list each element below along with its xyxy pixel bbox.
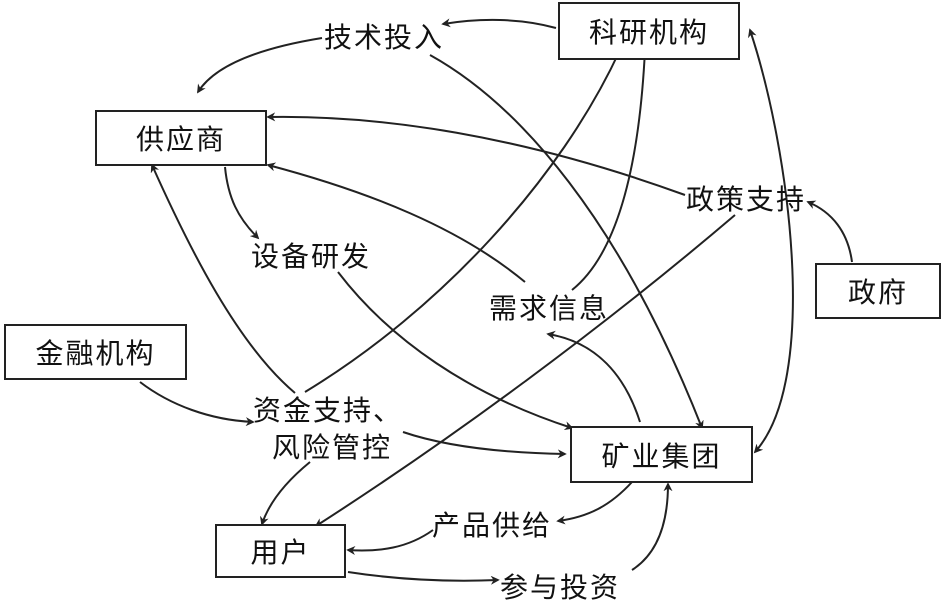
arrow-policy-to-supplier [266, 112, 686, 196]
label-demand-info: 需求信息 [489, 292, 610, 325]
arrow-user-to-investment [347, 571, 500, 585]
arrow-investment-to-mining [631, 482, 673, 571]
arrow-equipment-to-mining [337, 271, 574, 431]
arrow-research-to-tech-input [441, 18, 557, 29]
arrow-demand-to-research [571, 48, 650, 291]
arrow-fund-to-mining [402, 431, 567, 459]
arrow-fund-to-supplier [150, 163, 296, 394]
label-risk-control: 风险管控 [272, 431, 393, 464]
arrow-supplier-to-equipment [224, 166, 260, 240]
label-policy-support: 政策支持 [686, 183, 807, 216]
label-equipment-rd: 设备研发 [251, 240, 372, 273]
node-research-institute: 科研机构 [558, 2, 740, 60]
arrow-tech-input-to-supplier [197, 37, 323, 94]
node-mining-group: 矿业集团 [570, 426, 753, 483]
label-investment: 参与投资 [500, 571, 621, 604]
arrow-research-mining [748, 28, 794, 454]
arrow-mining-to-product [556, 481, 633, 525]
arrow-government-to-policy [806, 200, 853, 263]
node-financial-institution: 金融机构 [4, 324, 187, 380]
label-product-supply: 产品供给 [432, 509, 553, 542]
node-user: 用户 [215, 524, 346, 578]
node-supplier: 供应商 [95, 110, 267, 166]
node-government: 政府 [815, 263, 941, 319]
label-tech-input: 技术投入 [324, 21, 445, 54]
arrow-fund-to-research [304, 48, 622, 393]
arrow-product-to-user [346, 529, 434, 555]
arrow-demand-to-supplier [266, 162, 526, 283]
arrow-tech-input-to-mining [429, 54, 704, 430]
arrow-risk-to-user [260, 461, 311, 526]
label-fund-support: 资金支持、 [253, 394, 404, 427]
arrow-policy-to-user [314, 214, 736, 527]
arrow-finance-to-fund [139, 381, 255, 427]
arrow-mining-to-demand [546, 330, 641, 423]
